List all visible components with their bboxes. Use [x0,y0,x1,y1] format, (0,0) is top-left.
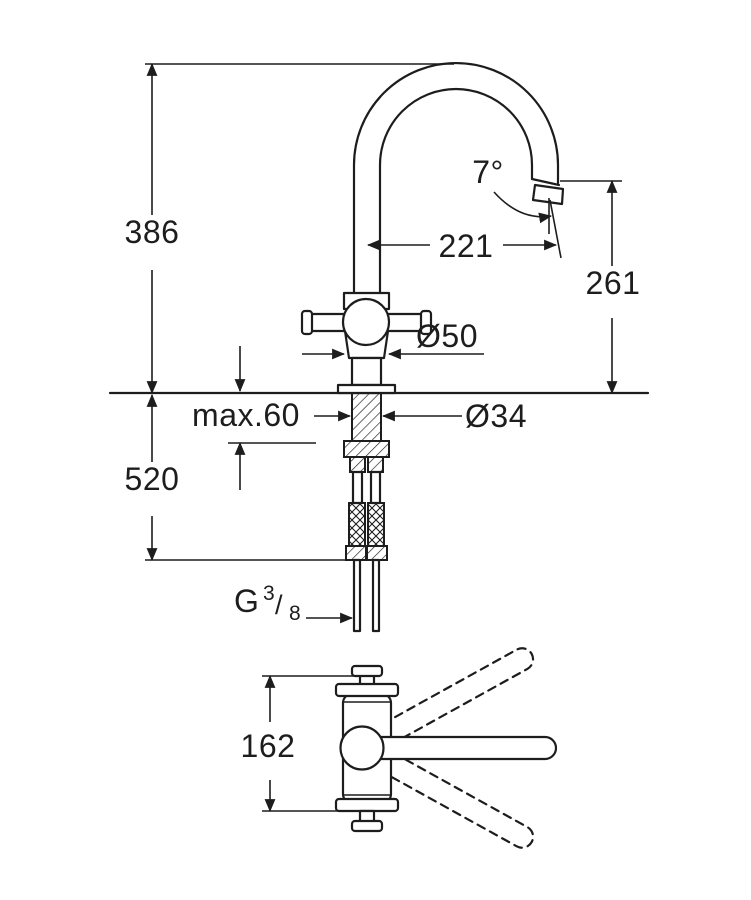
spout-pivot [339,725,385,771]
spout-end-joint [530,177,561,187]
dim-label-spout-reach: 221 [439,228,494,264]
front-view-dimensions: 386 520 max.60 Ø50 Ø34 221 261 7° [125,62,641,625]
hose-nipple-left [349,456,366,473]
spout-outer-edge [352,61,560,295]
handle-cap-bottom [350,819,384,833]
dim-label-deck-thickness: max.60 [192,397,300,433]
spout-dashed-down [369,745,535,849]
aerator-tip [531,183,565,206]
threaded-shank [351,392,382,442]
braided-hose-right [367,502,385,547]
thread-label-numerator: 3 [263,582,275,605]
cross-handle-right-cap [419,309,433,336]
dim-label-outlet-angle: 7° [472,154,504,190]
front-view [108,61,650,633]
hose-tail-right [371,558,381,633]
base-flange [336,383,397,395]
dim-label-total-height: 386 [125,214,180,250]
hose-nut-right [365,545,388,561]
dim-label-outlet-height: 261 [586,265,641,301]
braided-hose-left [348,502,366,547]
cross-handle-left-cap [300,309,314,336]
spout-inner-edge [378,87,534,295]
spout-solid-position [370,735,558,761]
spout-dashed-up [369,647,535,751]
dim-label-top-view-depth: 162 [241,728,296,764]
hose-tube-left [351,470,364,505]
hose-tube-right [369,470,382,505]
swivel-position-up [369,647,535,751]
thread-label-prefix: G [234,583,259,619]
dim-label-body-diameter: Ø50 [416,318,478,354]
body-column [350,356,383,387]
angle-arc-arrow [493,191,553,224]
handle-bar-top [334,682,400,698]
cross-handle-hub [341,297,391,347]
hose-nipple-right [367,456,384,473]
top-view [334,647,558,849]
dim-label-shank-diameter: Ø34 [465,398,527,434]
top-view-dimensions: 162 [241,674,356,813]
dim-label-hose-length: 520 [125,461,180,497]
hose-tail-left [352,558,362,633]
handle-cap-top [350,664,384,678]
hose-nut-left [345,545,368,561]
thread-label-slash: / [275,590,283,620]
extension-line-outlet-axis [549,199,562,259]
handle-bar-bottom [334,797,400,813]
swivel-position-down [369,745,535,849]
thread-label-denominator: 8 [289,602,301,625]
mounting-nut [343,440,390,458]
